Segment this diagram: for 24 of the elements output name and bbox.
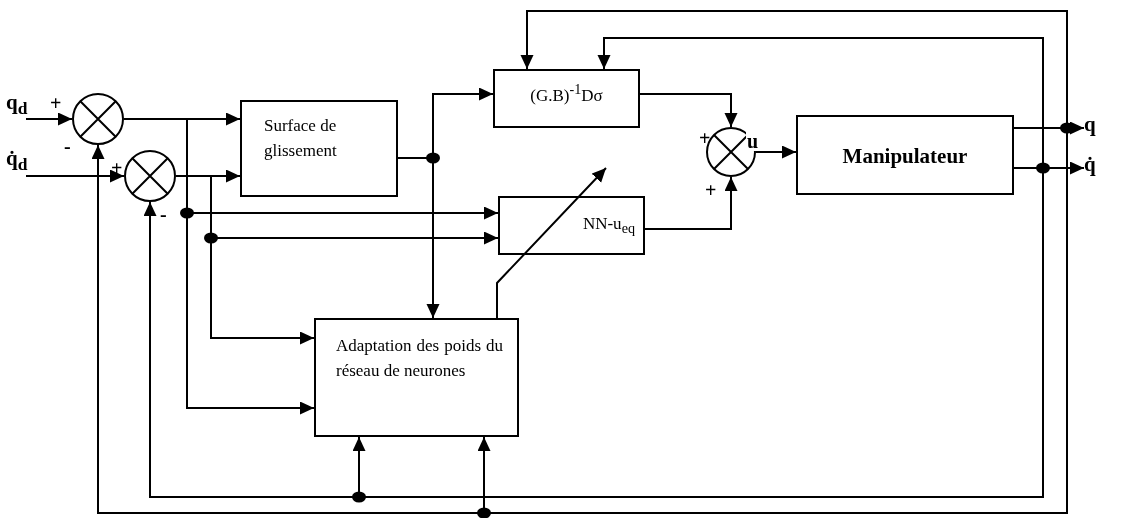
input-label: q̇$_{d}$ (6, 148, 50, 176)
process-box: Adaptation des poids du réseau de neurones (314, 318, 519, 437)
arrow (25, 169, 125, 183)
summing-junction (72, 93, 124, 145)
process-box: Manipulateur (796, 115, 1014, 195)
output-label: q (1084, 114, 1110, 142)
sign-label: - (160, 204, 167, 224)
input-label: q$_{d}$ (6, 92, 50, 119)
process-box: Surface de glissement (240, 100, 398, 197)
adaptation-arrow (496, 167, 607, 319)
sign-label: + (699, 128, 711, 148)
output-label: q̇ (1084, 154, 1110, 182)
process-box: NN-u$_{eq}$ (498, 196, 645, 255)
arrow (639, 93, 738, 128)
edge-label: u (746, 131, 760, 151)
sign-label: + (705, 180, 717, 200)
sign-label: + (50, 93, 62, 113)
arrow (644, 176, 738, 230)
process-box: (G.B)$^{-1}$Dσ (493, 69, 640, 128)
arrow (755, 145, 797, 159)
sign-label: + (111, 158, 123, 178)
sign-label: - (64, 136, 71, 156)
arrow (25, 112, 73, 126)
summing-junction (124, 150, 176, 202)
